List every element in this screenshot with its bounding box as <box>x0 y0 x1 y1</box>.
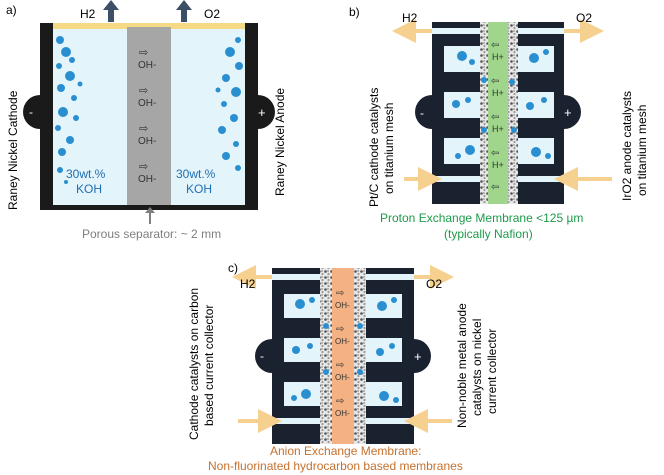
ion-label: OH- <box>335 337 350 346</box>
h-ion-row: ⇦ H+ ⇦ H+ ⇦ H+ ⇦ H+ ⇦ <box>491 40 504 193</box>
plus-sign-b: + <box>564 105 572 120</box>
h2-outlet-arrow-a <box>103 0 119 22</box>
oh-ion-row: ⇨ OH- ⇨ OH- ⇨ OH- ⇨ OH- <box>138 47 156 185</box>
porous-separator <box>127 27 171 205</box>
ion-label: OH- <box>335 373 350 382</box>
anode-catalyst-label-1: Non-noble metal anode <box>455 303 469 428</box>
anode-catalyst-layer-c <box>354 268 366 444</box>
anode-terminal-c <box>414 339 431 373</box>
ion-arrow-icon: ⇦ <box>491 76 499 87</box>
cathode-catalyst-label-1: Cathode catalysts on carbon <box>187 288 201 440</box>
koh-right-line1: 30wt.% <box>176 167 216 181</box>
pem-label-2: (typically Nafion) <box>444 227 533 241</box>
porous-separator-label: Porous separator: ~ 2 mm <box>82 227 221 241</box>
pt-c-cathode-label-2: on titanium mesh <box>382 103 396 194</box>
o2-label-c: O2 <box>426 277 442 291</box>
ion-arrow-icon: ⇦ <box>491 40 499 51</box>
panel-b-tag: b) <box>349 5 360 19</box>
koh-left-line1: 30wt.% <box>66 167 106 181</box>
cathode-terminal-c <box>255 339 272 373</box>
panel-b: b) - + ⇦ H+ ⇦ H+ ⇦ H+ ⇦ H+ ⇦ <box>349 5 649 241</box>
pem-label-1: Proton Exchange Membrane <125 µm <box>380 211 583 225</box>
ion-arrow-icon: ⇦ <box>491 182 499 193</box>
separator-pointer-arrow <box>145 207 155 224</box>
ion-label: H+ <box>492 52 504 62</box>
panel-a-tag: a) <box>6 3 17 17</box>
ion-label: OH- <box>335 301 350 310</box>
ion-label: H+ <box>492 88 504 98</box>
ion-arrow-icon: ⇦ <box>491 148 499 159</box>
cathode-terminal-b <box>415 95 432 129</box>
cell-c-flow-channels <box>272 274 414 424</box>
minus-sign-a: - <box>29 105 33 119</box>
h2-bubbles-a <box>55 36 83 184</box>
anode-catalyst-layer-b <box>508 22 518 204</box>
plus-sign-a: + <box>258 105 266 120</box>
h2-label-a: H2 <box>80 7 96 21</box>
aem-label-2: Non-fluorinated hydrocarbon based membra… <box>208 459 463 473</box>
ion-label: OH- <box>138 60 156 71</box>
koh-left-line2: KOH <box>76 182 102 196</box>
anode-catalyst-label-3: current collector <box>485 329 499 414</box>
bubbles-b <box>452 49 551 159</box>
cathode-catalyst-label-2: based current collector <box>202 305 216 426</box>
iro2-anode-label-2: on titanium mesh <box>635 105 649 196</box>
ion-label: OH- <box>138 136 156 147</box>
o2-outlet-arrow-a <box>176 0 192 22</box>
panel-c-tag: c) <box>228 261 238 275</box>
minus-sign-b: - <box>420 106 424 120</box>
o2-label-b: O2 <box>576 11 592 25</box>
h2-label-b: H2 <box>402 11 418 25</box>
ion-label: OH- <box>138 174 156 185</box>
cathode-terminal-a <box>23 95 40 129</box>
ion-label: H+ <box>492 124 504 134</box>
bubbles-c <box>291 297 399 403</box>
cell-a-top-seal <box>53 23 245 29</box>
minus-sign-c: - <box>260 349 264 363</box>
ion-arrow-icon: ⇨ <box>139 123 148 135</box>
panel-a: a) - + H2 O2 ⇨ OH- ⇨ OH- ⇨ OH- ⇨ OH- <box>6 0 287 241</box>
cell-b-flow-channels <box>432 28 564 182</box>
ion-label: H+ <box>492 160 504 170</box>
cathode-catalyst-layer-c <box>320 268 332 444</box>
o2-bubbles-a <box>215 37 243 171</box>
oh-ion-row-c: ⇨ OH- ⇨ OH- ⇨ OH- ⇨ OH- <box>335 288 350 418</box>
ion-arrow-icon: ⇨ <box>139 85 148 97</box>
iro2-anode-label-1: IrO2 anode catalysts <box>620 91 634 201</box>
anode-catalyst-label-2: catalysts on nickel <box>470 319 484 416</box>
cathode-catalyst-layer-b <box>480 22 488 204</box>
ion-arrow-icon: ⇨ <box>336 324 344 335</box>
koh-right-line2: KOH <box>186 182 212 196</box>
h2-label-c: H2 <box>240 277 256 291</box>
anion-exchange-membrane <box>332 268 354 444</box>
ion-arrow-icon: ⇨ <box>139 161 148 173</box>
plus-sign-c: + <box>414 349 422 364</box>
proton-exchange-membrane <box>488 22 508 204</box>
panel-c: c) - + ⇨ OH- ⇨ OH- ⇨ OH- ⇨ OH- <box>187 261 499 473</box>
raney-nickel-cathode-label: Raney Nickel Cathode <box>6 90 20 210</box>
anode-terminal-a <box>258 95 275 129</box>
aem-label-1: Anion Exchange Membrane: <box>270 444 421 458</box>
anode-terminal-b <box>564 95 581 129</box>
ion-arrow-icon: ⇨ <box>336 360 344 371</box>
ion-label: OH- <box>138 98 156 109</box>
ion-arrow-icon: ⇨ <box>139 47 148 59</box>
ion-arrow-icon: ⇦ <box>491 112 499 123</box>
raney-nickel-anode-label: Raney Nickel Anode <box>273 88 287 196</box>
ion-arrow-icon: ⇨ <box>336 288 344 299</box>
o2-label-a: O2 <box>204 7 220 21</box>
pt-c-cathode-label-1: Pt/C cathode catalysts <box>367 88 381 207</box>
ion-label: OH- <box>335 409 350 418</box>
ion-arrow-icon: ⇨ <box>336 396 344 407</box>
